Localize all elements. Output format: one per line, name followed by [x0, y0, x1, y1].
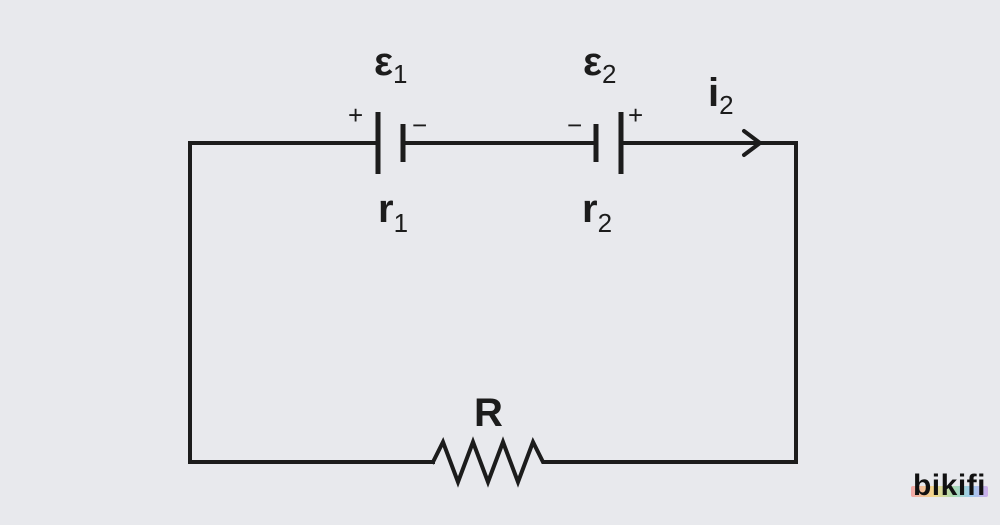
resistor-label: R	[474, 391, 503, 435]
wire-top-left	[188, 141, 435, 464]
resistor-symbol	[430, 436, 555, 488]
battery-2-plus-sign: +	[628, 100, 643, 130]
logo-text: bikifi	[912, 469, 986, 502]
battery-1-plus-sign: +	[348, 100, 363, 130]
current-arrow	[696, 129, 762, 157]
battery-2	[593, 112, 624, 174]
battery-1	[375, 112, 406, 174]
emf-2-label: ε2	[583, 40, 616, 89]
bikifi-logo: bikifi	[910, 469, 988, 503]
emf-1-label: ε1	[374, 40, 407, 89]
battery-1-minus-sign: −	[412, 110, 427, 140]
logo-color-bar	[910, 486, 988, 497]
internal-resistance-1-label: r1	[378, 187, 408, 238]
current-label: i2	[708, 71, 734, 120]
internal-resistance-2-label: r2	[582, 187, 612, 238]
battery-2-minus-sign: −	[567, 110, 582, 140]
